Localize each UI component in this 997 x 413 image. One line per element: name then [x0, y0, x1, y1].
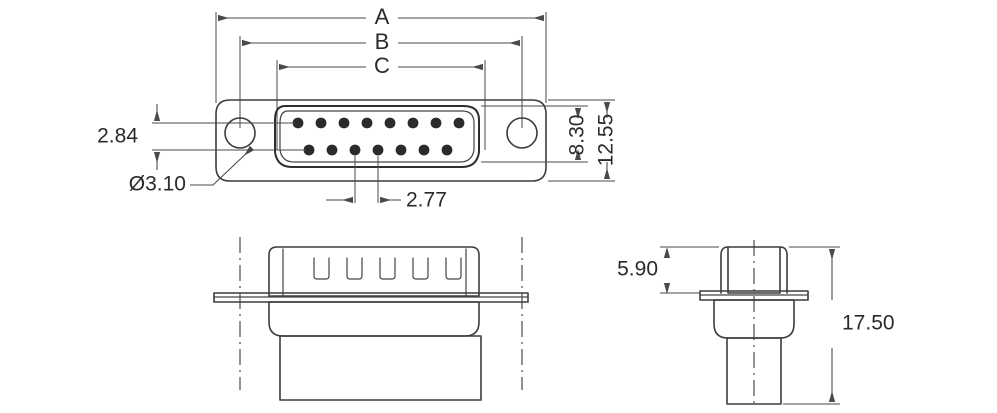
dimension-1255-group: 12.55: [548, 99, 618, 182]
pin: [407, 117, 419, 129]
front-lower-body: [268, 301, 480, 337]
side-shoulder-left: [720, 246, 729, 294]
front-upper-shell: [268, 246, 480, 297]
pin-row-lower: [303, 144, 453, 156]
front-notch: [445, 257, 462, 280]
pin: [395, 144, 407, 156]
side-view-group: 5.90 17.50: [617, 240, 895, 405]
pin-row-upper: [292, 117, 465, 129]
front-notch-group: [313, 257, 462, 280]
front-view-group: [213, 237, 529, 401]
dimension-b-label: B: [375, 29, 390, 54]
dimension-flange-to-top-label: 5.90: [617, 258, 658, 281]
connector-body-outline: [215, 99, 547, 182]
mounting-hole-right: [506, 117, 538, 149]
side-upper-neck: [727, 246, 781, 294]
dimension-hole-diameter-group: Ø3.10: [129, 145, 255, 196]
pin: [418, 144, 430, 156]
dimension-overall-depth-label: 17.50: [842, 312, 895, 335]
front-tail-block: [279, 335, 482, 401]
pin: [303, 144, 315, 156]
pin: [372, 144, 384, 156]
dimension-284-group: 2.84: [97, 104, 306, 170]
pin: [441, 144, 453, 156]
pin: [315, 117, 327, 129]
dimension-hole-diameter-label: Ø3.10: [129, 173, 186, 196]
dimension-c-label: C: [374, 53, 390, 78]
side-tail-block: [726, 337, 782, 405]
dimension-277-group: 2.77: [326, 156, 447, 212]
pin: [430, 117, 442, 129]
dimension-a-label: A: [375, 4, 390, 29]
front-notch: [379, 257, 396, 280]
dimension-body-height-label: 12.55: [595, 114, 618, 167]
dimension-1750-group: 17.50: [783, 246, 895, 405]
front-notch: [313, 257, 330, 280]
front-notch: [346, 257, 363, 280]
pin: [453, 117, 465, 129]
dimension-pin-field-height-label: 8.30: [566, 115, 589, 156]
pin: [349, 144, 361, 156]
top-view-group: A B C: [97, 4, 617, 212]
dimension-c-group: C: [276, 53, 486, 150]
dimension-pin-row-pitch-label: 2.84: [97, 125, 138, 148]
dimension-590-group: 5.90: [617, 246, 719, 294]
pin: [292, 117, 304, 129]
dimension-pin-pitch-label: 2.77: [406, 189, 447, 212]
pin: [384, 117, 396, 129]
pin: [338, 117, 350, 129]
dshell-outer-outline: [274, 105, 480, 168]
front-notch: [412, 257, 429, 280]
pin: [361, 117, 373, 129]
pin: [326, 144, 338, 156]
dimension-a-group: A: [215, 4, 547, 103]
dimension-830-group: 8.30: [481, 105, 589, 163]
dimension-b-group: B: [239, 29, 523, 128]
dshell-inner-outline: [279, 110, 475, 163]
mounting-hole-left: [224, 117, 256, 149]
side-shoulder-right: [779, 246, 788, 294]
